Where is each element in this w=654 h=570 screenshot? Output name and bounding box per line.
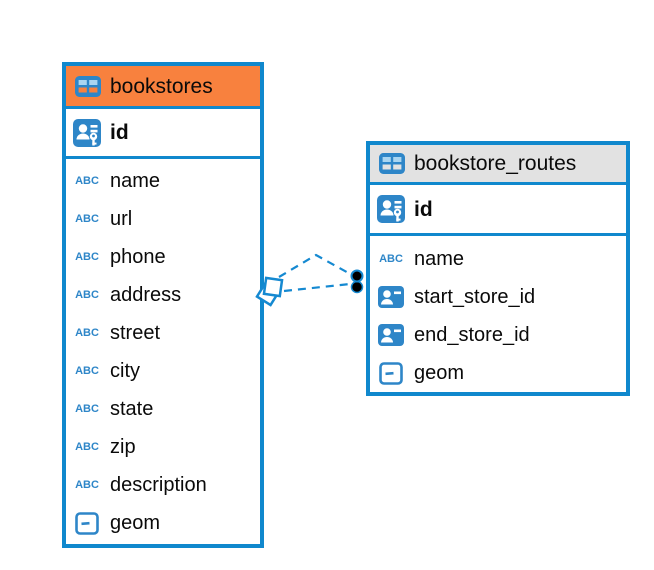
table-bookstore-routes-fields: ABC name start_store_id <box>370 236 626 392</box>
column-name: end_store_id <box>414 324 530 346</box>
text-type-icon: ABC <box>75 326 99 339</box>
table-title: bookstore_routes <box>414 152 577 175</box>
reference-icon <box>376 286 406 308</box>
column-name: id <box>414 197 433 221</box>
text-type-icon: ABC <box>75 250 99 263</box>
column-name: phone <box>110 246 166 268</box>
relationship-dot-marker <box>350 269 364 294</box>
column-row[interactable]: ABC phone <box>66 238 260 276</box>
column-name: name <box>110 170 161 192</box>
relationship-line[interactable] <box>283 282 351 293</box>
table-bookstores[interactable]: bookstores id ABC <box>62 62 264 548</box>
table-icon <box>378 153 405 174</box>
geometry-icon <box>72 511 102 535</box>
column-name: city <box>110 360 140 382</box>
column-name: id <box>110 121 129 144</box>
column-row[interactable]: ABC street <box>66 314 260 352</box>
text-type-icon: ABC <box>75 174 99 187</box>
column-name: geom <box>414 362 465 384</box>
column-name: description <box>110 474 207 496</box>
text-type-icon: ABC <box>75 212 99 225</box>
column-row[interactable]: start_store_id <box>370 278 626 316</box>
column-name: state <box>110 398 154 420</box>
text-type-icon: ABC <box>75 440 99 453</box>
table-title: bookstores <box>110 74 213 98</box>
column-row[interactable]: ABC state <box>66 390 260 428</box>
column-row[interactable]: end_store_id <box>370 316 626 354</box>
column-name: zip <box>110 436 136 458</box>
table-bookstores-header[interactable]: bookstores <box>66 66 260 109</box>
table-bookstore-routes-header[interactable]: bookstore_routes <box>370 145 626 185</box>
column-row[interactable]: geom <box>370 354 626 392</box>
column-name: start_store_id <box>414 286 536 308</box>
text-type-icon: ABC <box>75 402 99 415</box>
column-row[interactable]: ABC city <box>66 352 260 390</box>
column-name: address <box>110 284 182 306</box>
primary-key-icon <box>72 118 102 147</box>
column-name: street <box>110 322 161 344</box>
text-type-icon: ABC <box>75 364 99 377</box>
text-type-icon: ABC <box>75 288 99 301</box>
column-row[interactable]: ABC description <box>66 466 260 504</box>
column-row-pk[interactable]: id <box>66 109 260 159</box>
relationship-line[interactable] <box>278 253 353 278</box>
column-row[interactable]: geom <box>66 504 260 542</box>
primary-key-icon <box>376 195 406 223</box>
column-row-pk[interactable]: id <box>370 185 626 236</box>
reference-icon <box>376 324 406 346</box>
column-row[interactable]: ABC name <box>66 162 260 200</box>
column-row[interactable]: ABC name <box>370 240 626 278</box>
table-bookstores-fields: ABC name ABC url ABC phone ABC address A… <box>66 159 260 544</box>
geometry-icon <box>376 361 406 385</box>
column-name: url <box>110 208 133 230</box>
text-type-icon: ABC <box>75 478 99 491</box>
table-bookstore-routes[interactable]: bookstore_routes id ABC <box>366 141 630 396</box>
column-row[interactable]: ABC zip <box>66 428 260 466</box>
column-name: name <box>414 248 465 270</box>
table-icon <box>74 75 101 97</box>
text-type-icon: ABC <box>379 252 403 265</box>
column-name: geom <box>110 512 161 534</box>
column-row[interactable]: ABC address <box>66 276 260 314</box>
column-row[interactable]: ABC url <box>66 200 260 238</box>
